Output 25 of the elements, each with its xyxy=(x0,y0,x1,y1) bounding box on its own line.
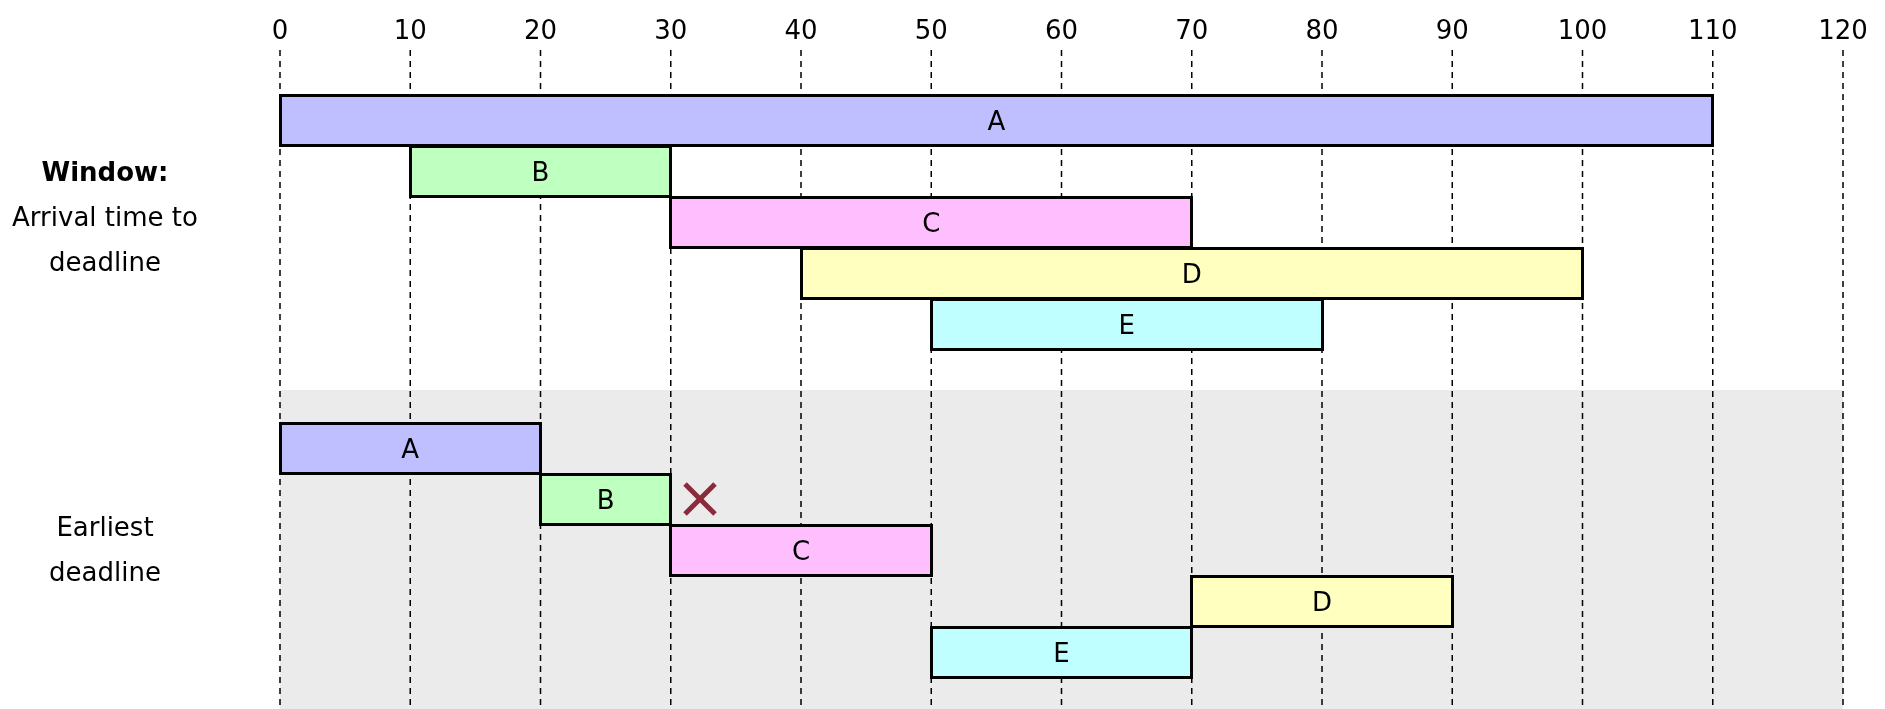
tick-label: 50 xyxy=(913,14,949,47)
tick-label: 30 xyxy=(653,14,689,47)
tick-label: 80 xyxy=(1304,14,1340,47)
task-bar: C xyxy=(669,524,933,577)
tick-label: 120 xyxy=(1817,14,1869,47)
tick-label: 100 xyxy=(1556,14,1609,47)
task-bar: B xyxy=(408,145,673,198)
tick-label: 70 xyxy=(1174,14,1210,47)
tick-label: 60 xyxy=(1043,14,1080,47)
task-bar: D xyxy=(1190,575,1454,628)
row-label: Window: Arrival time to deadline xyxy=(11,156,199,279)
tick-label: 20 xyxy=(522,14,559,47)
tick-label: 10 xyxy=(392,14,428,47)
tick-label: 40 xyxy=(783,14,819,47)
row-label: Earliest deadline xyxy=(48,511,162,589)
task-bar: D xyxy=(799,247,1584,300)
task-bar: E xyxy=(929,298,1324,351)
task-bar: A xyxy=(278,94,1715,147)
tick-label: 0 xyxy=(270,14,290,47)
task-bar: A xyxy=(278,422,542,475)
tick-label: 90 xyxy=(1434,14,1470,47)
task-bar: B xyxy=(539,473,673,526)
task-bar: C xyxy=(669,196,1194,249)
tick-label: 110 xyxy=(1686,14,1739,47)
task-bar: E xyxy=(929,626,1194,679)
